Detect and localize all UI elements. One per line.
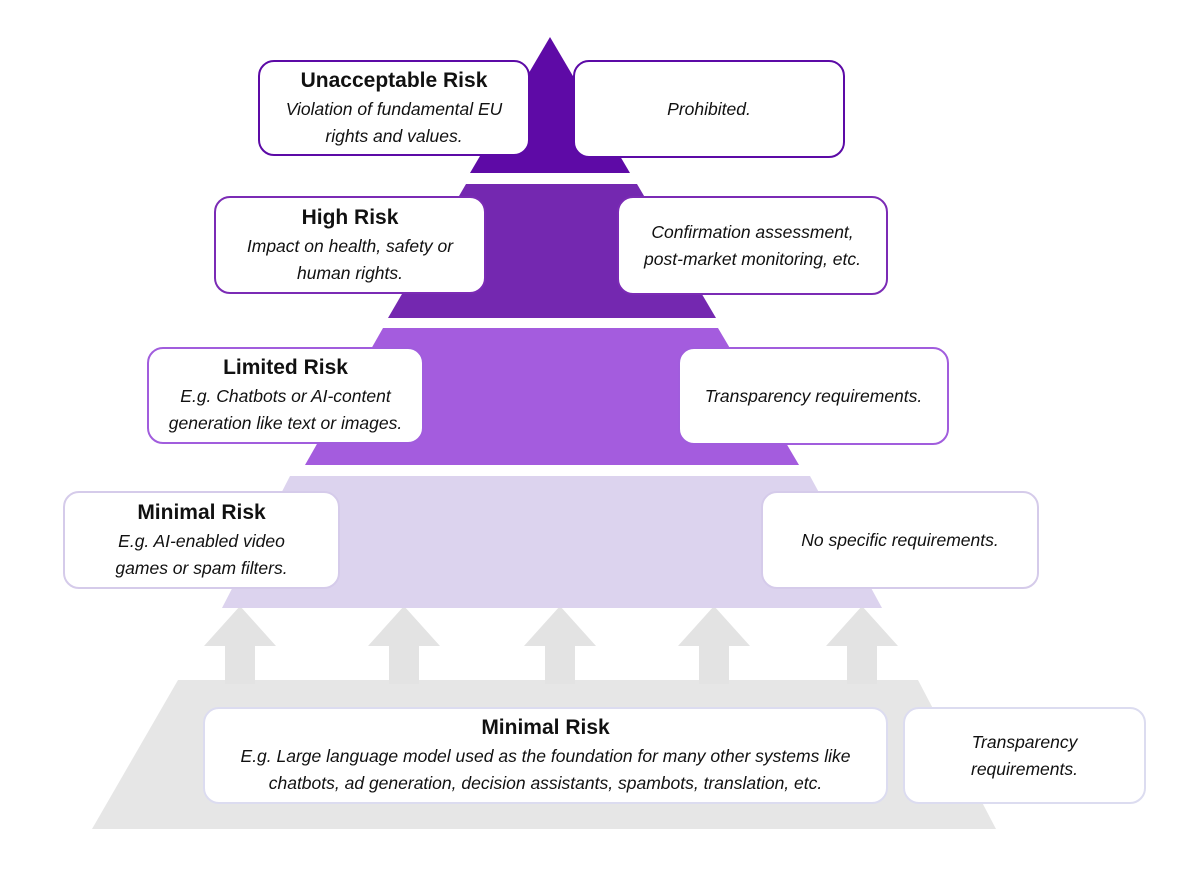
foundation-model-requirement: Transparency requirements. [971, 731, 1078, 779]
unacceptable-risk-title: Unacceptable Risk [300, 68, 488, 92]
up-arrow-5 [826, 606, 898, 684]
minimal-risk-requirement-box: No specific requirements. [761, 491, 1039, 589]
foundation-model-description: E.g. Large language model used as the fo… [240, 746, 851, 793]
up-arrow-2 [368, 606, 440, 684]
tier-limited [305, 328, 799, 465]
minimal-risk-title: Minimal Risk [137, 500, 266, 524]
high-risk-box: High Risk Impact on health, safety or hu… [214, 196, 486, 294]
high-risk-requirement-box: Confirmation assessment, post-market mon… [617, 196, 888, 295]
minimal-risk-box: Minimal Risk E.g. AI-enabled video games… [63, 491, 340, 589]
limited-risk-requirement-box: Transparency requirements. [678, 347, 949, 445]
high-risk-description: Impact on health, safety or human rights… [246, 235, 454, 283]
high-risk-title: High Risk [301, 205, 399, 229]
limited-risk-title: Limited Risk [223, 356, 348, 379]
high-risk-requirement: Confirmation assessment, post-market mon… [644, 221, 861, 269]
unacceptable-risk-requirement: Prohibited. [667, 98, 751, 119]
up-arrow-4 [678, 606, 750, 684]
limited-risk-description: E.g. Chatbots or AI-content generation l… [168, 386, 403, 433]
tier-minimal [222, 476, 882, 608]
up-arrow-3 [524, 606, 596, 684]
unacceptable-risk-box: Unacceptable Risk Violation of fundament… [258, 60, 530, 156]
foundation-model-box: Minimal Risk E.g. Large language model u… [203, 707, 888, 804]
limited-risk-box: Limited Risk E.g. Chatbots or AI-content… [147, 347, 424, 444]
unacceptable-risk-description: Violation of fundamental EU rights and v… [285, 98, 503, 146]
unacceptable-risk-requirement-box: Prohibited. [573, 60, 845, 158]
foundation-model-requirement-box: Transparency requirements. [903, 707, 1146, 804]
limited-risk-requirement: Transparency requirements. [704, 385, 923, 406]
minimal-risk-requirement: No specific requirements. [801, 529, 999, 550]
minimal-risk-description: E.g. AI-enabled video games or spam filt… [115, 530, 288, 578]
up-arrow-1 [204, 606, 276, 684]
foundation-model-title: Minimal Risk [481, 716, 610, 739]
